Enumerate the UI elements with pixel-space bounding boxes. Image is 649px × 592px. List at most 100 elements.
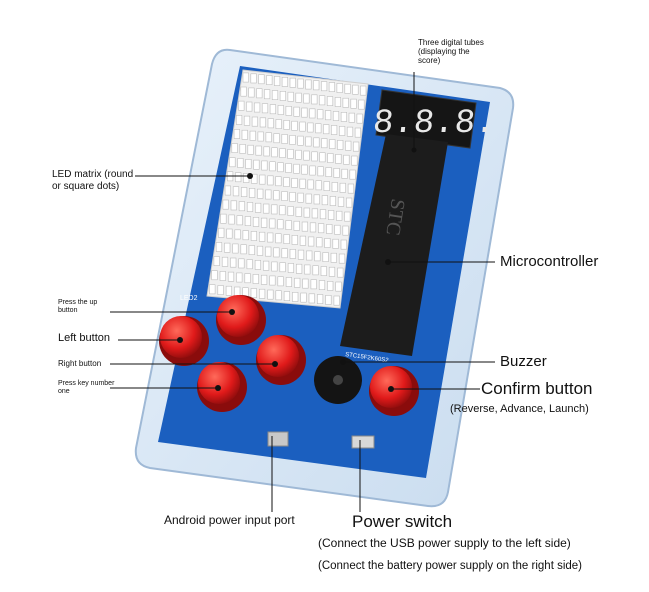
led-dot <box>281 191 288 201</box>
label-confirm-button: Confirm button <box>481 379 593 398</box>
led-dot <box>240 244 247 255</box>
led-dot <box>354 127 362 138</box>
led-dot <box>285 220 292 230</box>
led-dot <box>297 249 305 260</box>
led-dot <box>246 259 253 270</box>
led-dot <box>275 176 282 187</box>
confirm-button[interactable] <box>369 366 419 416</box>
led-dot <box>287 263 295 273</box>
led-dot <box>213 256 220 266</box>
led-dot <box>277 276 284 287</box>
key-one-button[interactable] <box>197 362 247 412</box>
led-dot <box>269 104 277 115</box>
led-dot <box>266 75 273 85</box>
led-dot <box>248 87 255 98</box>
led-dot <box>265 189 272 200</box>
led-dot <box>331 182 338 192</box>
led-dot <box>220 213 227 224</box>
led-dot <box>244 216 252 226</box>
led-dot <box>249 130 256 141</box>
led-dot <box>291 120 298 131</box>
led-dot <box>289 249 296 259</box>
led-dot <box>306 250 313 261</box>
led-dot <box>293 220 300 231</box>
led-dot <box>343 154 350 165</box>
led-dot <box>271 90 279 100</box>
led-dot <box>287 149 294 159</box>
led-dot <box>347 183 355 194</box>
led-dot <box>319 209 327 220</box>
led-dot <box>345 140 352 151</box>
led-dot <box>295 263 303 274</box>
led-dot <box>303 150 310 161</box>
android-power-port[interactable] <box>267 431 289 447</box>
led-dot <box>350 98 357 109</box>
led-dot <box>313 137 320 148</box>
led-dot <box>327 153 334 163</box>
led-dot <box>236 215 243 226</box>
led-dot <box>252 217 260 227</box>
led-dot <box>228 214 235 225</box>
power-switch[interactable] <box>351 435 375 449</box>
led-dot <box>333 168 340 178</box>
led-dot <box>297 135 304 146</box>
led-dot <box>271 261 278 272</box>
led-dot <box>317 166 324 177</box>
led-dot <box>239 144 246 154</box>
led-dot <box>249 188 256 198</box>
led-dot <box>263 89 271 100</box>
led-label: LED2 <box>180 295 198 302</box>
led-dot <box>329 196 337 206</box>
led-dot <box>305 193 312 204</box>
label-press-up-line2: button <box>58 307 78 315</box>
up-button[interactable] <box>216 295 266 345</box>
led-dot <box>241 187 248 197</box>
led-dot <box>269 218 276 229</box>
led-dot <box>334 97 342 107</box>
led-dot <box>291 235 298 245</box>
led-dot <box>328 82 336 92</box>
led-dot <box>262 260 270 271</box>
led-matrix <box>206 69 369 309</box>
label-left-button: Left button <box>58 332 110 344</box>
led-dot <box>321 138 328 149</box>
led-dot <box>258 74 265 85</box>
right-button[interactable] <box>256 335 306 385</box>
led-dot <box>257 188 264 199</box>
led-dot <box>260 274 268 285</box>
led-dot <box>322 252 329 262</box>
led-dot <box>316 294 324 304</box>
led-dot <box>257 131 264 142</box>
label-power-switch: Power switch <box>352 512 453 531</box>
label-press-key-one-line1: Press key number <box>58 380 115 387</box>
led-dot <box>263 146 270 157</box>
led-dot <box>269 275 276 286</box>
led-dot <box>352 84 359 95</box>
led-dot <box>242 230 249 241</box>
led-dot <box>335 154 342 164</box>
led-dot <box>301 107 308 118</box>
led-dot <box>358 99 365 110</box>
left-button[interactable] <box>159 316 209 366</box>
led-dot <box>211 270 218 281</box>
led-dot <box>304 264 311 275</box>
led-dot <box>340 112 348 122</box>
label-microcontroller: Microcontroller <box>500 253 599 270</box>
led-dot <box>324 238 331 248</box>
led-dot <box>233 129 241 139</box>
led-dot <box>311 151 318 162</box>
led-dot <box>346 126 354 137</box>
led-dot <box>289 77 296 88</box>
led-dot <box>295 149 302 160</box>
led-dot <box>283 234 290 244</box>
led-dot <box>327 210 335 220</box>
led-dot <box>254 102 261 113</box>
led-dot <box>299 235 307 246</box>
label-led-matrix-line1: LED matrix (round <box>52 169 134 180</box>
led-dot <box>309 222 317 233</box>
led-dot <box>307 179 314 190</box>
led-dot <box>279 262 286 273</box>
led-dot <box>236 115 243 125</box>
led-dot <box>315 123 322 134</box>
label-android-port: Android power input port <box>164 513 295 527</box>
